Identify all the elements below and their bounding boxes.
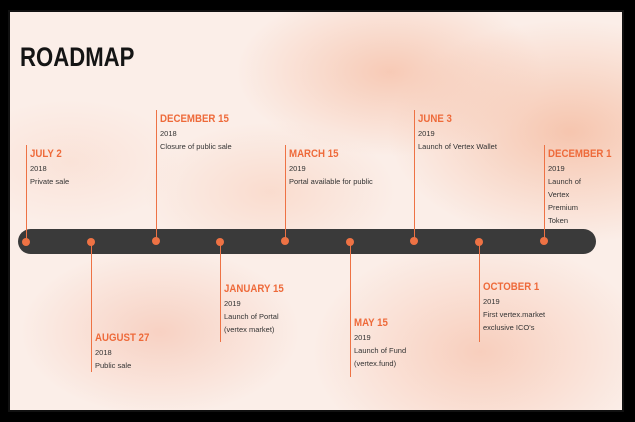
timeline-dot: [22, 238, 30, 246]
timeline-event-january-15: JANUARY 15 2019 Launch of Portal (vertex…: [224, 283, 294, 336]
event-description: Launch of Vertex Wallet: [418, 142, 497, 151]
event-year: 2019: [224, 299, 241, 308]
timeline-dot: [346, 238, 354, 246]
timeline-dot: [216, 238, 224, 246]
timeline-bar: [18, 229, 596, 254]
timeline-dot: [87, 238, 95, 246]
timeline-stem: [479, 242, 480, 342]
timeline-stem: [414, 110, 415, 240]
event-year: 2018: [30, 164, 47, 173]
event-date: DECEMBER 1: [548, 148, 612, 160]
event-date: DECEMBER 15: [160, 113, 229, 125]
timeline-event-october-1: OCTOBER 1 2019 First vertex.market exclu…: [483, 281, 553, 334]
event-description: First vertex.market exclusive ICO's: [483, 310, 546, 332]
event-year: 2019: [354, 333, 371, 342]
event-date: JUNE 3: [418, 113, 452, 125]
timeline-event-march-15: MARCH 15 2019 Portal available for publi…: [289, 148, 399, 188]
timeline-event-june-3: JUNE 3 2019 Launch of Vertex Wallet: [418, 113, 518, 153]
timeline-stem: [156, 110, 157, 240]
event-year: 2018: [95, 348, 112, 357]
event-description: Private sale: [30, 177, 70, 186]
event-date: AUGUST 27: [95, 332, 150, 344]
timeline-stem: [91, 242, 92, 372]
event-description: Public sale: [95, 361, 132, 370]
timeline-dot: [281, 237, 289, 245]
event-date: OCTOBER 1: [483, 281, 540, 293]
event-description: Launch of Vertex Premium Token: [548, 177, 581, 225]
event-description: Closure of public sale: [160, 142, 232, 151]
page-title: ROADMAP: [20, 42, 135, 72]
timeline-stem: [350, 242, 351, 377]
event-year: 2019: [418, 129, 435, 138]
timeline-stem: [220, 242, 221, 342]
timeline-event-december-15: DECEMBER 15 2018 Closure of public sale: [160, 113, 260, 153]
timeline-dot: [540, 237, 548, 245]
event-date: JANUARY 15: [224, 283, 284, 295]
timeline-stem: [544, 145, 545, 240]
event-date: JULY 2: [30, 148, 62, 160]
event-year: 2019: [548, 164, 565, 173]
timeline-event-may-15: MAY 15 2019 Launch of Fund (vertex.fund): [354, 317, 414, 370]
timeline-dot: [152, 237, 160, 245]
event-year: 2018: [160, 129, 177, 138]
timeline-stem: [26, 145, 27, 241]
event-description: Launch of Fund (vertex.fund): [354, 346, 407, 368]
event-date: MAY 15: [354, 317, 388, 329]
event-year: 2019: [289, 164, 306, 173]
event-date: MARCH 15: [289, 148, 339, 160]
event-year: 2019: [483, 297, 500, 306]
event-description: Portal available for public: [289, 177, 373, 186]
timeline-dot: [475, 238, 483, 246]
timeline-dot: [410, 237, 418, 245]
roadmap-slide: ROADMAP JULY 2 2018 Private sale AUGUST …: [10, 12, 622, 410]
timeline-event-august-27: AUGUST 27 2018 Public sale: [95, 332, 165, 372]
timeline-event-december-1: DECEMBER 1 2019 Launch of Vertex Premium…: [548, 148, 612, 227]
cloud-background: [10, 12, 622, 410]
timeline-event-july-2: JULY 2 2018 Private sale: [30, 148, 90, 188]
event-description: Launch of Portal (vertex market): [224, 312, 279, 334]
timeline-stem: [285, 145, 286, 240]
